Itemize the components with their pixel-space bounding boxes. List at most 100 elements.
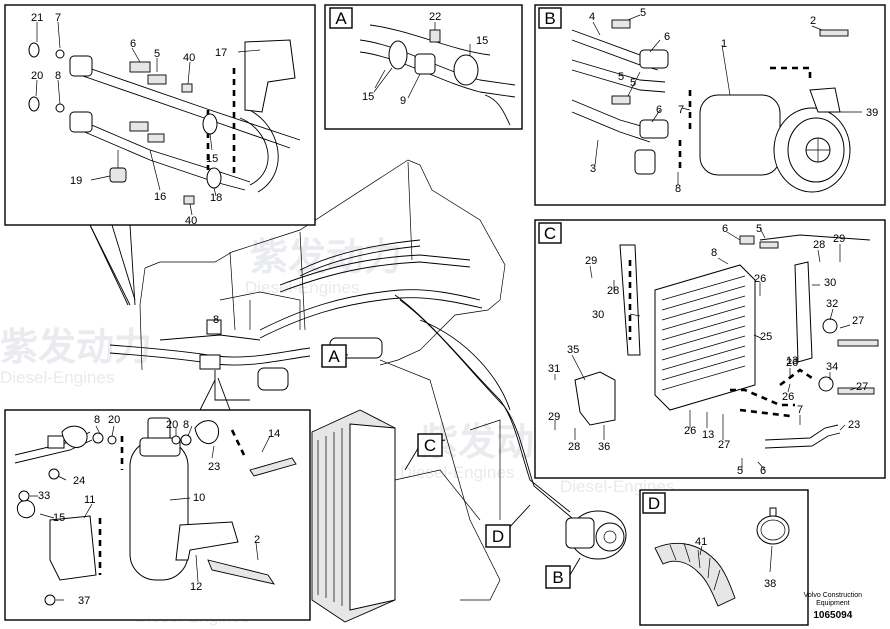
callout: 8: [94, 414, 100, 426]
callout: 29: [548, 411, 560, 423]
main-label-d: D: [485, 524, 511, 548]
callout: 18: [210, 192, 222, 204]
callout: 12: [190, 581, 202, 593]
callout: 14: [268, 428, 280, 440]
callout: 27: [856, 381, 868, 393]
watermark-en: Diesel-Engines: [0, 368, 114, 387]
callout: 36: [598, 441, 610, 453]
callout: 6: [656, 104, 662, 116]
callout: 5: [154, 48, 160, 60]
callout: 11: [84, 494, 95, 506]
callout: 15: [476, 35, 488, 47]
main-label-b: B: [545, 565, 571, 589]
panel-a-callouts: 22 15 15 9: [362, 11, 488, 107]
callout: 15: [206, 153, 218, 165]
panel-c: C: [534, 219, 886, 479]
callout: 29: [585, 255, 597, 267]
panel-top-left: [4, 4, 316, 226]
watermark-cn: 紫发动力: [250, 235, 402, 279]
callout: 26: [754, 273, 766, 285]
svg-text:D: D: [492, 527, 504, 546]
panel-b: B: [534, 4, 886, 206]
panel-b-letter: B: [544, 9, 555, 28]
callout: 19: [70, 175, 82, 187]
callout: 26: [786, 357, 798, 369]
callout: 5: [756, 223, 762, 235]
callout: 30: [592, 309, 604, 321]
callout: 23: [848, 419, 860, 431]
callout: 35: [567, 344, 579, 356]
callout: 16: [154, 191, 166, 203]
callout: 23: [208, 461, 220, 473]
callout: 40: [185, 215, 197, 227]
callout: 30: [824, 277, 836, 289]
callout: 20: [108, 414, 120, 426]
callout: 25: [760, 331, 772, 343]
callout: 39: [866, 107, 878, 119]
callout: 17: [215, 47, 227, 59]
drawing-footer: Volvo Construction Equipment 1065094: [804, 592, 862, 621]
callout: 37: [78, 595, 90, 607]
callout: 27: [718, 439, 730, 451]
callout: 1: [721, 38, 727, 50]
connector-lines: [89, 224, 231, 411]
callout: 27: [852, 315, 864, 327]
panel-c-letter: C: [544, 224, 556, 243]
machine-assembly: 8: [89, 159, 627, 623]
brand-line-2: Equipment: [816, 600, 850, 607]
callout: 2: [810, 15, 816, 27]
callout: 41: [695, 536, 707, 548]
panel-a: A: [324, 4, 523, 130]
svg-text:C: C: [424, 436, 436, 455]
svg-text:A: A: [328, 347, 340, 366]
bottom-left-callouts: 8 20 20 8 14 24 23 33 10 15 11 2 12 37: [38, 414, 280, 607]
callout: 21: [31, 12, 43, 24]
watermark-en: Diesel-Engines: [245, 278, 359, 297]
panel-a-letter: A: [335, 9, 347, 28]
callout: 31: [548, 363, 560, 375]
callout: 20: [166, 419, 178, 431]
callout: 6: [722, 223, 728, 235]
top-left-callouts: 21 7 6 5 40 17 20 8 15 19 16 40 18: [31, 12, 227, 227]
callout: 4: [589, 11, 595, 23]
callout: 13: [702, 429, 714, 441]
panel-bottom-left: [4, 409, 311, 621]
panel-d-callouts: 41 38: [695, 536, 776, 590]
callout: 28: [813, 239, 825, 251]
callout: 20: [31, 70, 43, 82]
panel-c-callouts: 6 5 8 28 29 29 28 26 30 30 32 25 27 35 3…: [548, 223, 868, 477]
callout: 3: [590, 163, 596, 175]
panel-d-letter: D: [648, 494, 660, 513]
callout: 7: [55, 12, 61, 24]
callout: 8: [711, 247, 717, 259]
callout: 5: [737, 465, 743, 477]
callout: 33: [38, 490, 50, 502]
callout: 6: [664, 31, 670, 43]
callout: 5: [630, 77, 636, 89]
callout: 40: [183, 52, 195, 64]
watermark-cn: 紫发动力: [0, 325, 152, 369]
callout-8: 8: [213, 314, 219, 326]
callout: 8: [55, 70, 61, 82]
callout: 9: [400, 95, 406, 107]
callout: 7: [678, 104, 684, 116]
main-label-a: A: [321, 344, 347, 368]
callout: 7: [797, 404, 803, 416]
callout: 24: [73, 475, 85, 487]
callout: 26: [684, 425, 696, 437]
callout: 8: [183, 419, 189, 431]
drawing-number: 1065094: [813, 610, 853, 621]
callout: 5: [640, 7, 646, 19]
main-label-c: C: [417, 433, 443, 457]
panel-b-callouts: 4 5 6 2 5 1 6 7 39 3 5 8: [589, 7, 878, 195]
callout: 6: [760, 465, 766, 477]
callout: 15: [362, 91, 374, 103]
watermark-en: Diesel-Engines: [400, 463, 514, 482]
callout: 28: [568, 441, 580, 453]
svg-text:B: B: [552, 568, 563, 587]
callout: 38: [764, 578, 776, 590]
callout: 8: [675, 183, 681, 195]
brand-line-1: Volvo Construction: [803, 592, 862, 599]
callout: 32: [826, 298, 838, 310]
